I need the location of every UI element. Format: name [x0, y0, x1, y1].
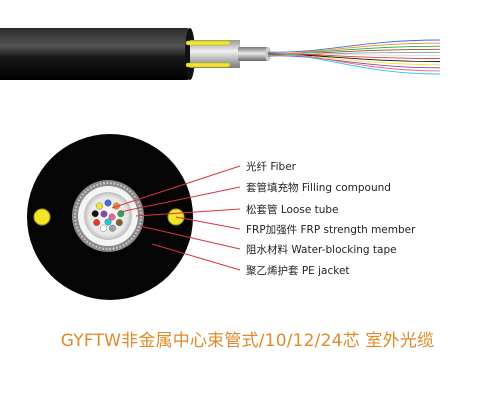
fiber-dots — [91, 199, 125, 232]
leader-jacket — [151, 243, 241, 271]
leader-tape — [139, 225, 241, 250]
fiber-strand — [267, 51, 441, 72]
frp-rod-bottom — [185, 62, 231, 68]
label-loose-tube: 松套管 Loose tube — [246, 203, 339, 216]
fiber-dot — [100, 224, 108, 232]
leader-fiber — [111, 165, 241, 209]
fiber-dot — [96, 202, 104, 210]
leader-frp — [175, 216, 241, 230]
label-list: 光纤 Fiber 套管填充物 Filling compound 松套管 Loos… — [246, 160, 416, 277]
fiber-fan — [267, 39, 441, 75]
frp-rod-top — [185, 40, 231, 46]
fiber-strand — [267, 52, 441, 75]
fiber-strand — [267, 39, 441, 53]
pe-jacket-side — [0, 28, 190, 80]
fiber-dot — [104, 218, 112, 226]
label-fiber: 光纤 Fiber — [246, 160, 297, 173]
fiber-dot — [108, 224, 116, 232]
product-title: GYFTW非金属中心束管式/10/12/24芯 室外光缆 — [60, 331, 435, 351]
label-filling-compound: 套管填充物 Filling compound — [246, 181, 391, 194]
frp-member-left — [33, 208, 51, 226]
loose-tube-side — [238, 47, 268, 61]
label-frp-member: FRP加强件 FRP strength member — [246, 224, 416, 236]
leader-filling — [119, 186, 241, 213]
cable-side-view — [0, 28, 441, 80]
fiber-strand — [267, 51, 441, 56]
fiber-dot — [93, 218, 101, 226]
label-pe-jacket: 聚乙烯护套 PE jacket — [246, 264, 350, 277]
fiber-strand — [267, 55, 441, 69]
fiber-dot — [115, 218, 123, 226]
label-water-blocking-tape: 阻水材料 Water-blocking tape — [246, 243, 397, 256]
fiber-dot — [100, 210, 108, 218]
fiber-strand — [267, 54, 441, 66]
fiber-dot — [91, 210, 99, 218]
fiber-dot — [112, 202, 120, 210]
leader-loose-tube — [135, 208, 241, 217]
cable-cross-section — [27, 134, 193, 300]
leader-lines — [111, 165, 241, 271]
filling-compound — [84, 192, 132, 240]
fiber-dot — [117, 210, 125, 218]
fiber-dot — [108, 213, 116, 221]
fiber-dot — [104, 199, 112, 207]
